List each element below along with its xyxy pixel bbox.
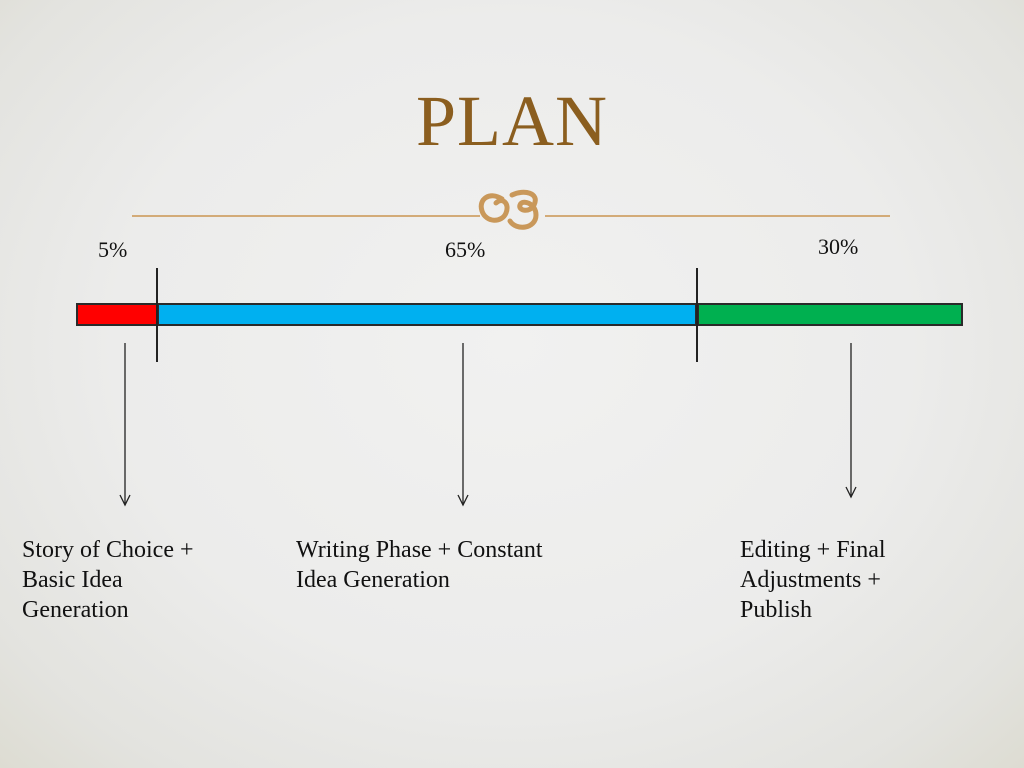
flourish-ornament-icon <box>478 189 539 230</box>
phase-3-bar-segment <box>697 303 963 326</box>
phase-1-description-line: Story of Choice + <box>22 537 194 563</box>
phase-3-description-line: Adjustments + <box>740 567 881 593</box>
title-divider-left <box>132 215 480 217</box>
phase-3-description: Editing + Final Adjustments + Publish <box>740 535 886 625</box>
phase-1-bar-segment <box>76 303 158 326</box>
phase-3-percent-label: 30% <box>818 234 859 259</box>
phase-boundary-tick-2 <box>696 268 698 362</box>
phase-1-description: Story of Choice + Basic Idea Generation <box>22 535 194 625</box>
phase-1-description-line: Generation <box>22 597 129 623</box>
phase-1-description-line: Basic Idea <box>22 567 123 593</box>
phase-2-description-line: Writing Phase + Constant <box>296 537 543 563</box>
phase-3-description-line: Publish <box>740 597 813 623</box>
phase-2-down-arrow-icon <box>457 343 469 507</box>
title-divider-right <box>545 215 890 217</box>
phase-2-description: Writing Phase + Constant Idea Generation <box>296 535 543 595</box>
phase-3-down-arrow-icon <box>845 343 857 499</box>
phase-2-percent-label: 65% <box>445 237 486 262</box>
phase-2-bar-segment <box>157 303 697 326</box>
phase-1-down-arrow-icon <box>119 343 131 507</box>
phase-2-description-line: Idea Generation <box>296 567 450 593</box>
phase-1-percent-label: 5% <box>98 237 128 262</box>
phase-3-description-line: Editing + Final <box>740 537 886 563</box>
slide-title: PLAN <box>415 81 608 161</box>
phase-boundary-tick-1 <box>156 268 158 362</box>
